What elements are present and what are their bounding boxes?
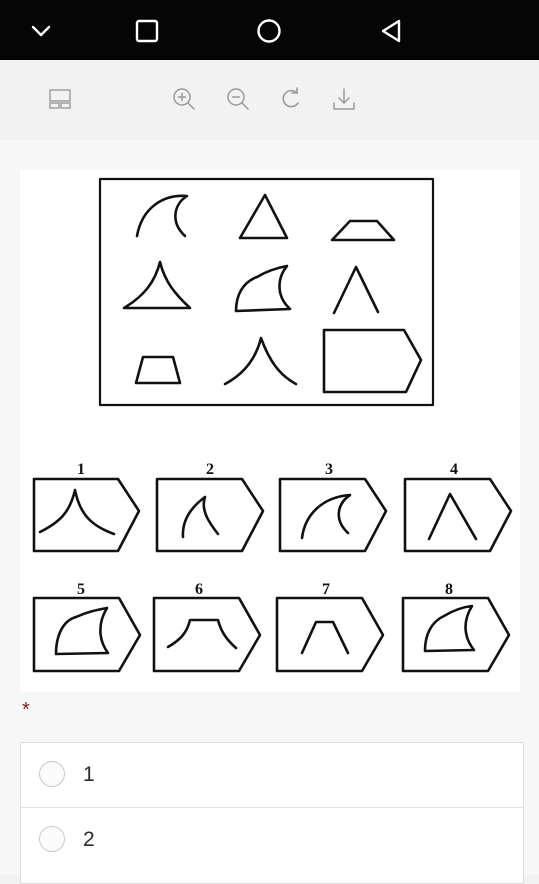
matrix-shape-r3c2 [223,336,298,386]
layout-icon[interactable] [46,85,74,113]
matrix-shape-r1c2 [238,193,289,240]
matrix-shape-r2c1 [122,260,192,310]
answer-options: 1 2 [20,742,524,884]
zoom-in-icon[interactable] [170,85,198,113]
option-2[interactable]: 2 [21,808,523,872]
radio-button[interactable] [39,761,65,787]
zoom-out-icon[interactable] [224,85,252,113]
answer-number: 7 [322,581,330,598]
answer-choice-1: 1 [32,461,141,553]
radio-button[interactable] [39,826,65,852]
answer-choice-6: 6 [152,581,262,673]
answer-choice-5: 5 [32,581,142,673]
option-1[interactable]: 1 [21,743,523,808]
answer-choice-7: 7 [275,581,385,673]
matrix-shape-r1c1 [135,194,189,238]
chevron-down-icon[interactable] [24,14,58,48]
viewer-toolbar [0,60,539,140]
option-label: 1 [83,763,95,786]
matrix-shape-r2c3 [332,265,380,315]
rotate-icon[interactable] [277,85,305,113]
answer-choice-3: 3 [278,461,388,553]
square-recents-icon[interactable] [130,14,164,48]
answer-choice-4: 4 [403,461,513,553]
answer-number: 8 [445,581,453,598]
answer-number: 3 [325,461,333,478]
answer-choice-2: 2 [155,461,265,553]
puzzle-figure: 1 2 3 4 5 6 7 [20,170,520,692]
required-marker: * [22,699,30,721]
answer-choice-8: 8 [401,581,511,673]
answer-number: 6 [195,581,203,598]
matrix-shape-r3c1 [134,355,182,385]
matrix-frame [98,177,435,407]
matrix-shape-r1c3 [330,219,396,242]
answer-number: 1 [77,461,85,478]
system-nav-bar [0,0,539,60]
answer-number: 4 [450,461,458,478]
option-label: 2 [83,828,95,851]
matrix-shape-r2c2 [234,264,292,313]
circle-home-icon[interactable] [252,14,286,48]
answer-number: 2 [206,461,214,478]
triangle-back-icon[interactable] [374,14,408,48]
matrix-shape-r3c3-blank [322,328,423,394]
answer-number: 5 [77,581,85,598]
download-icon[interactable] [330,85,358,113]
